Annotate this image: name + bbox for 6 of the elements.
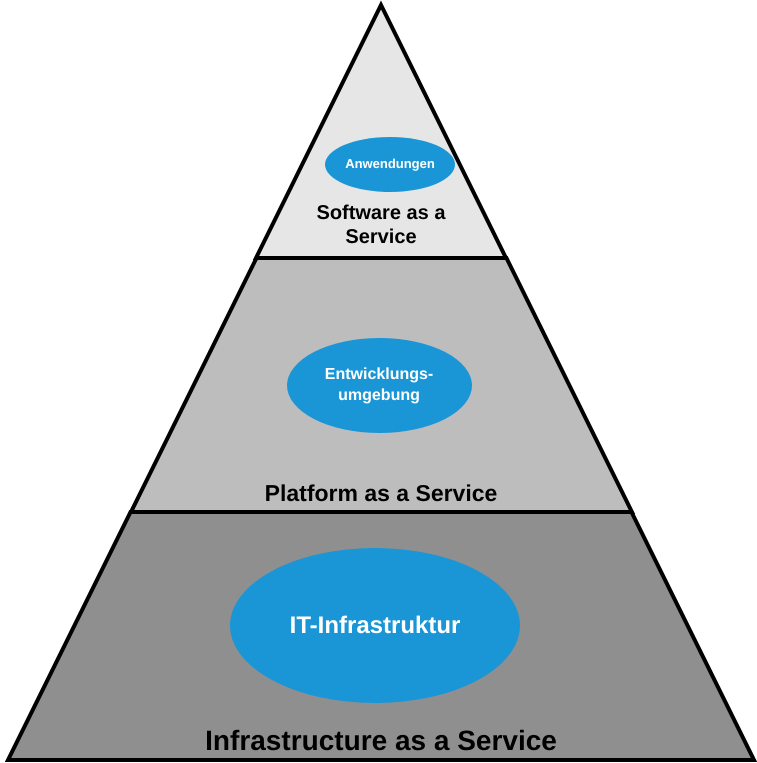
ellipse-label: Anwendungen [344, 156, 436, 173]
tier-label: Software as a Service [316, 201, 446, 249]
tier-label: Infrastructure as a Service [204, 724, 558, 758]
tier-label: Platform as a Service [264, 480, 498, 508]
ellipse-label: IT-Infrastruktur [288, 610, 462, 641]
ellipse-label: Entwicklungs- umgebung [324, 364, 434, 406]
